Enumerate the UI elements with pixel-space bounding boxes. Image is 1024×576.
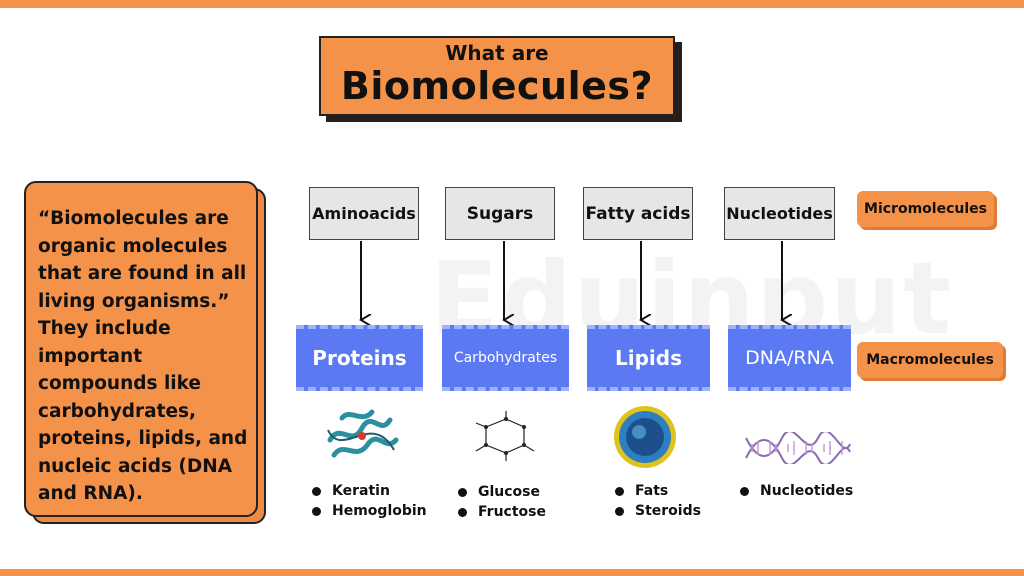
example-hemoglobin: Hemoglobin [312,502,427,521]
micro-box-nucleotides: Nucleotides [724,187,835,240]
example-glucose: Glucose [458,483,546,502]
macro-box-carbohydrates: Carbohydrates [442,325,569,391]
top-accent-bar [0,0,1024,8]
macro-box-lipids: Lipids [587,325,710,391]
macro-box-proteins: Proteins [296,325,423,391]
example-nucleotides: Nucleotides [740,482,853,501]
macro-box-dna-rna: DNA/RNA [728,325,851,391]
micro-box-aminoacids: Aminoacids [309,187,419,240]
example-fats: Fats [615,482,701,501]
micro-box-sugars: Sugars [445,187,555,240]
micromolecules-label: Micromolecules [857,191,994,227]
examples-proteins: Keratin Hemoglobin [312,482,427,522]
definition-box: “Biomolecules are organic molecules that… [24,181,258,517]
micro-box-fatty-acids: Fatty acids [583,187,693,240]
macromolecules-label: Macromolecules [857,342,1003,378]
definition-text: “Biomolecules are organic molecules that… [38,208,248,504]
example-steroids: Steroids [615,502,701,521]
example-keratin: Keratin [312,482,427,501]
example-fructose: Fructose [458,503,546,522]
lipid-sphere-icon [614,406,676,468]
examples-carbohydrates: Glucose Fructose [458,483,546,523]
examples-dna-rna: Nucleotides [740,482,853,502]
glucose-ring-icon [475,411,535,461]
bottom-accent-bar [0,569,1024,576]
title-box: What are Biomolecules? [319,36,675,116]
protein-structure-icon [327,409,399,458]
title-line-1: What are [445,41,549,65]
examples-lipids: Fats Steroids [615,482,701,522]
title-line-2: Biomolecules? [340,64,654,108]
dna-helix-icon [745,432,851,464]
